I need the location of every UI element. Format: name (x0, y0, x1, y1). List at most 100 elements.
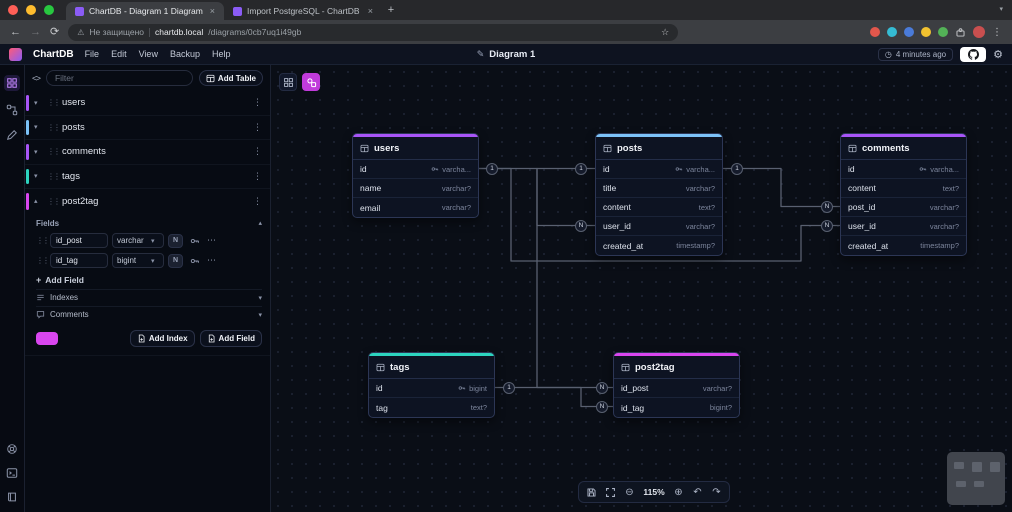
add-field-button[interactable]: Add Field (199, 329, 262, 347)
field-row[interactable]: created_at timestamp? (841, 236, 966, 255)
table-card-header[interactable]: tags (369, 356, 494, 379)
settings-gear-icon[interactable]: ⚙ (993, 48, 1003, 61)
github-button[interactable] (960, 46, 987, 62)
field-row[interactable]: id varcha... (596, 160, 722, 179)
field-row[interactable]: id_post varchar? (614, 379, 739, 398)
table-card-header[interactable]: post2tag (614, 356, 739, 379)
undo-button[interactable]: ↶ (693, 486, 702, 498)
browser-tab-chartdb-diagram[interactable]: ChartDB - Diagram 1 Diagram × (66, 2, 224, 20)
drag-handle-icon[interactable]: ⋮⋮ (47, 98, 61, 108)
diagram-canvas[interactable]: 1 N 1 N 1 N 1 N N users id varcha... (271, 65, 1012, 512)
canvas-overview-minimap[interactable] (947, 452, 1005, 505)
chevron-up-icon[interactable]: ▴ (34, 198, 38, 206)
sidebar-item-post2tag[interactable]: ▴ ⋮⋮ post2tag ⋮ (25, 189, 270, 214)
row-menu-icon[interactable]: ⋮ (253, 97, 262, 108)
field-menu-icon[interactable]: ⋯ (207, 255, 216, 265)
save-button[interactable] (582, 483, 601, 501)
nullable-toggle[interactable]: N (168, 233, 183, 248)
sidebar-item-users[interactable]: ▾ ⋮⋮ users ⋮ (25, 91, 270, 116)
table-card-post2tag[interactable]: post2tag id_post varchar? id_tag bigint? (613, 352, 740, 418)
drag-handle-icon[interactable]: ⋮⋮ (36, 256, 50, 265)
field-row[interactable]: content text? (841, 179, 966, 198)
menu-view[interactable]: View (138, 49, 158, 59)
drag-handle-icon[interactable]: ⋮⋮ (47, 171, 61, 181)
field-row[interactable]: user_id varchar? (841, 217, 966, 236)
menu-backup[interactable]: Backup (169, 49, 200, 59)
table-card-posts[interactable]: posts id varcha... title varchar? conten… (595, 133, 723, 256)
browser-menu-icon[interactable]: ⋮ (992, 26, 1002, 38)
chevron-down-icon[interactable]: ▾ (34, 148, 38, 156)
canvas-grid-button[interactable] (279, 73, 297, 91)
menu-edit[interactable]: Edit (111, 49, 127, 59)
sidebar-item-posts[interactable]: ▾ ⋮⋮ posts ⋮ (25, 116, 270, 140)
zoom-out-button[interactable]: ⊖ (625, 486, 634, 498)
field-row[interactable]: id varcha... (841, 160, 966, 179)
row-menu-icon[interactable]: ⋮ (253, 170, 262, 181)
back-button[interactable]: ← (10, 25, 21, 38)
fit-view-button[interactable] (601, 483, 620, 501)
table-card-tags[interactable]: tags id bigint tag text? (368, 352, 495, 418)
chevron-down-icon[interactable]: ▾ (34, 173, 38, 181)
table-card-header[interactable]: posts (596, 137, 722, 160)
drag-handle-icon[interactable]: ⋮⋮ (47, 122, 61, 132)
extension-icon[interactable] (904, 27, 914, 37)
chevron-down-icon[interactable]: ▾ (34, 99, 38, 107)
zoom-level[interactable]: 115% (643, 487, 665, 497)
browser-tab-import-postgresql[interactable]: Import PostgreSQL - ChartDB × (224, 2, 382, 20)
extension-icon[interactable] (921, 27, 931, 37)
canvas-highlight-button[interactable] (302, 73, 320, 91)
terminal-icon[interactable] (6, 467, 18, 479)
field-row[interactable]: id_tag bigint? (614, 398, 739, 417)
edit-panel-icon[interactable] (6, 129, 18, 141)
support-icon[interactable] (6, 443, 18, 455)
field-row[interactable]: created_at timestamp? (596, 236, 722, 255)
field-row[interactable]: name varchar? (353, 179, 478, 198)
tab-search-chevron-icon[interactable]: ▾ (999, 6, 1003, 13)
redo-button[interactable]: ↷ (712, 486, 721, 498)
reload-button[interactable]: ⟳ (50, 25, 60, 38)
close-tab-icon[interactable]: × (367, 6, 373, 16)
drag-handle-icon[interactable]: ⋮⋮ (47, 196, 61, 206)
table-card-users[interactable]: users id varcha... name varchar? email v… (352, 133, 479, 218)
close-window-button[interactable] (8, 5, 18, 15)
drag-handle-icon[interactable]: ⋮⋮ (36, 236, 50, 245)
field-menu-icon[interactable]: ⋯ (207, 235, 216, 245)
diagram-title-group[interactable]: ✎ Diagram 1 (477, 49, 535, 60)
extension-icon[interactable] (938, 27, 948, 37)
relationships-panel-icon[interactable] (6, 104, 18, 116)
sidebar-item-tags[interactable]: ▾ ⋮⋮ tags ⋮ (25, 165, 270, 189)
menu-help[interactable]: Help (211, 49, 231, 59)
field-row[interactable]: id varcha... (353, 160, 478, 179)
close-tab-icon[interactable]: × (209, 6, 215, 16)
code-view-toggle[interactable]: <> (32, 73, 41, 83)
table-card-header[interactable]: comments (841, 137, 966, 160)
field-row[interactable]: title varchar? (596, 179, 722, 198)
field-row[interactable]: content text? (596, 198, 722, 217)
field-row[interactable]: email varchar? (353, 198, 478, 217)
docs-icon[interactable] (6, 491, 18, 503)
field-row[interactable]: tag text? (369, 398, 494, 417)
fields-section-header[interactable]: Fields ▴ (36, 216, 262, 231)
minimize-window-button[interactable] (26, 5, 36, 15)
chevron-up-icon[interactable]: ▴ (258, 220, 262, 227)
add-table-button[interactable]: Add Table (198, 70, 263, 86)
field-name-input[interactable] (50, 233, 108, 248)
primary-key-button[interactable] (187, 254, 202, 268)
row-menu-icon[interactable]: ⋮ (253, 146, 262, 157)
add-field-inline-button[interactable]: + Add Field (36, 271, 262, 289)
field-row[interactable]: id bigint (369, 379, 494, 398)
extension-icon[interactable] (887, 27, 897, 37)
address-bar[interactable]: ⚠ Не защищено chartdb.local /diagrams/0c… (68, 23, 679, 41)
field-row[interactable]: post_id varchar? (841, 198, 966, 217)
chevron-down-icon[interactable]: ▾ (34, 124, 38, 132)
table-color-swatch[interactable] (36, 331, 58, 345)
table-card-header[interactable]: users (353, 137, 478, 160)
sidebar-item-comments[interactable]: ▾ ⋮⋮ comments ⋮ (25, 140, 270, 165)
indexes-section-header[interactable]: Indexes ▾ (36, 288, 262, 306)
field-type-select[interactable]: bigint ▾ (112, 253, 164, 268)
new-tab-button[interactable]: + (387, 4, 395, 16)
field-name-input[interactable] (50, 253, 108, 268)
filter-input[interactable] (45, 70, 193, 86)
zoom-window-button[interactable] (44, 5, 54, 15)
primary-key-button[interactable] (187, 234, 202, 248)
